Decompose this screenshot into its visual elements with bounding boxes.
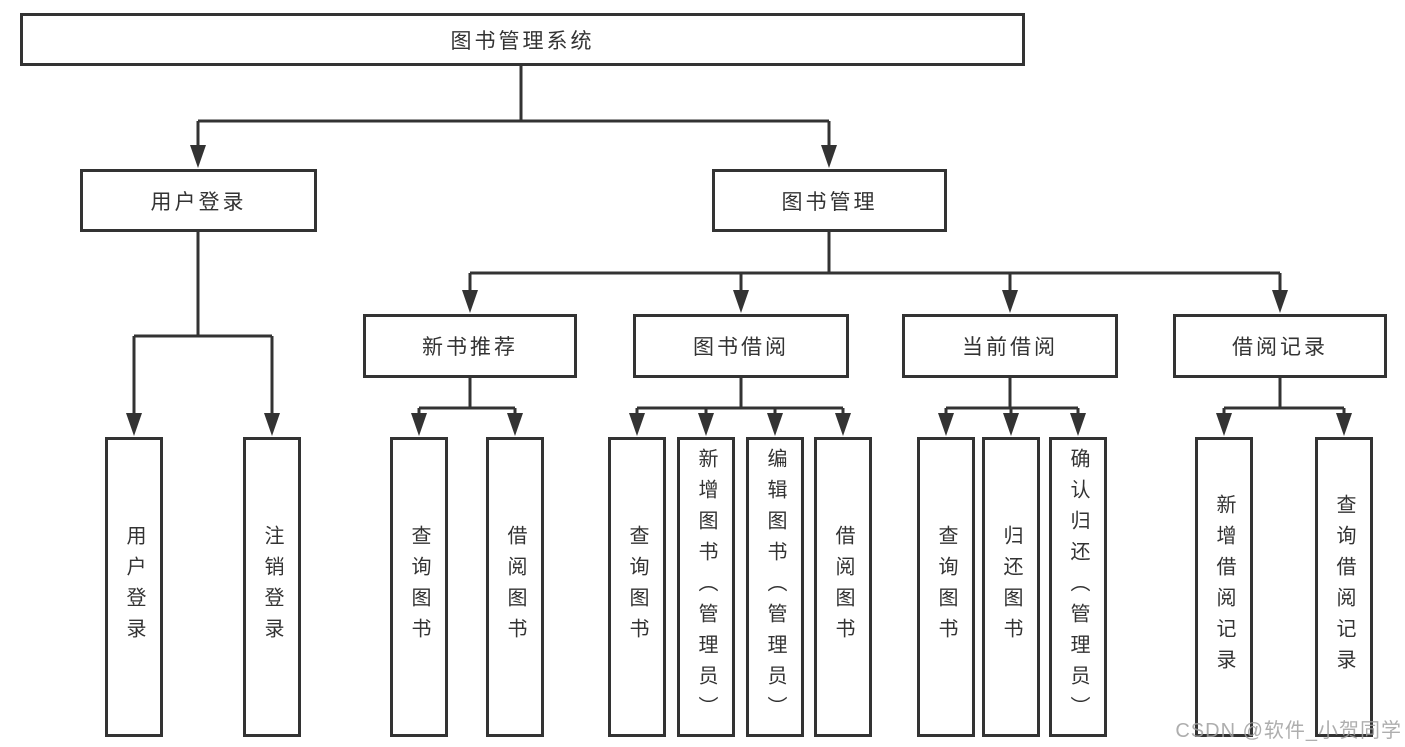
leaf-borrow-books-recommend: 借阅图书 (486, 437, 544, 737)
leaf-query-books-recommend: 查询图书 (390, 437, 448, 737)
watermark-text: CSDN @软件_小贺同学 (1175, 720, 1402, 742)
leaf-user-login: 用户登录 (105, 437, 163, 737)
node-user-login-label: 用户登录 (150, 190, 247, 214)
node-book-management: 图书管理 (712, 169, 947, 232)
node-book-management-label: 图书管理 (781, 190, 878, 214)
node-book-borrowing-label: 图书借阅 (693, 336, 789, 359)
leaf-borrow-books-recommend-label: 借阅图书 (504, 525, 526, 649)
leaf-query-books-recommend-label: 查询图书 (408, 525, 430, 649)
leaf-add-books-admin: 新增图书（管理员） (677, 437, 735, 737)
leaf-logout-label: 注销登录 (261, 525, 283, 649)
leaf-query-borrow-record-label: 查询借阅记录 (1333, 494, 1355, 680)
leaf-confirm-return-admin-label: 确认归还（管理员） (1067, 447, 1089, 727)
connector-arrowheads (126, 145, 1352, 436)
leaf-edit-books-admin: 编辑图书（管理员） (746, 437, 804, 737)
leaf-add-borrow-record: 新增借阅记录 (1195, 437, 1253, 737)
node-borrowing-records-label: 借阅记录 (1232, 336, 1328, 359)
node-root-label: 图书管理系统 (450, 29, 595, 53)
node-current-borrowing-label: 当前借阅 (962, 336, 1058, 359)
leaf-query-borrow-record: 查询借阅记录 (1315, 437, 1373, 737)
leaf-confirm-return-admin: 确认归还（管理员） (1049, 437, 1107, 737)
leaf-query-books-borrow: 查询图书 (608, 437, 666, 737)
leaf-query-books-current-label: 查询图书 (935, 525, 957, 649)
node-new-book-recommend-label: 新书推荐 (422, 336, 518, 359)
node-book-borrowing: 图书借阅 (633, 314, 849, 378)
leaf-borrow-books: 借阅图书 (814, 437, 872, 737)
leaf-query-books-current: 查询图书 (917, 437, 975, 737)
connector-paths (132, 66, 1346, 418)
node-root: 图书管理系统 (20, 13, 1025, 66)
leaf-add-books-admin-label: 新增图书（管理员） (695, 447, 717, 727)
node-new-book-recommend: 新书推荐 (363, 314, 577, 378)
leaf-borrow-books-label: 借阅图书 (832, 525, 854, 649)
leaf-query-books-borrow-label: 查询图书 (626, 525, 648, 649)
leaf-add-borrow-record-label: 新增借阅记录 (1213, 494, 1235, 680)
node-borrowing-records: 借阅记录 (1173, 314, 1387, 378)
node-current-borrowing: 当前借阅 (902, 314, 1118, 378)
leaf-return-books-label: 归还图书 (1000, 525, 1022, 649)
leaf-edit-books-admin-label: 编辑图书（管理员） (764, 447, 786, 727)
node-user-login: 用户登录 (80, 169, 317, 232)
leaf-user-login-label: 用户登录 (123, 525, 145, 649)
leaf-return-books: 归还图书 (982, 437, 1040, 737)
leaf-logout: 注销登录 (243, 437, 301, 737)
